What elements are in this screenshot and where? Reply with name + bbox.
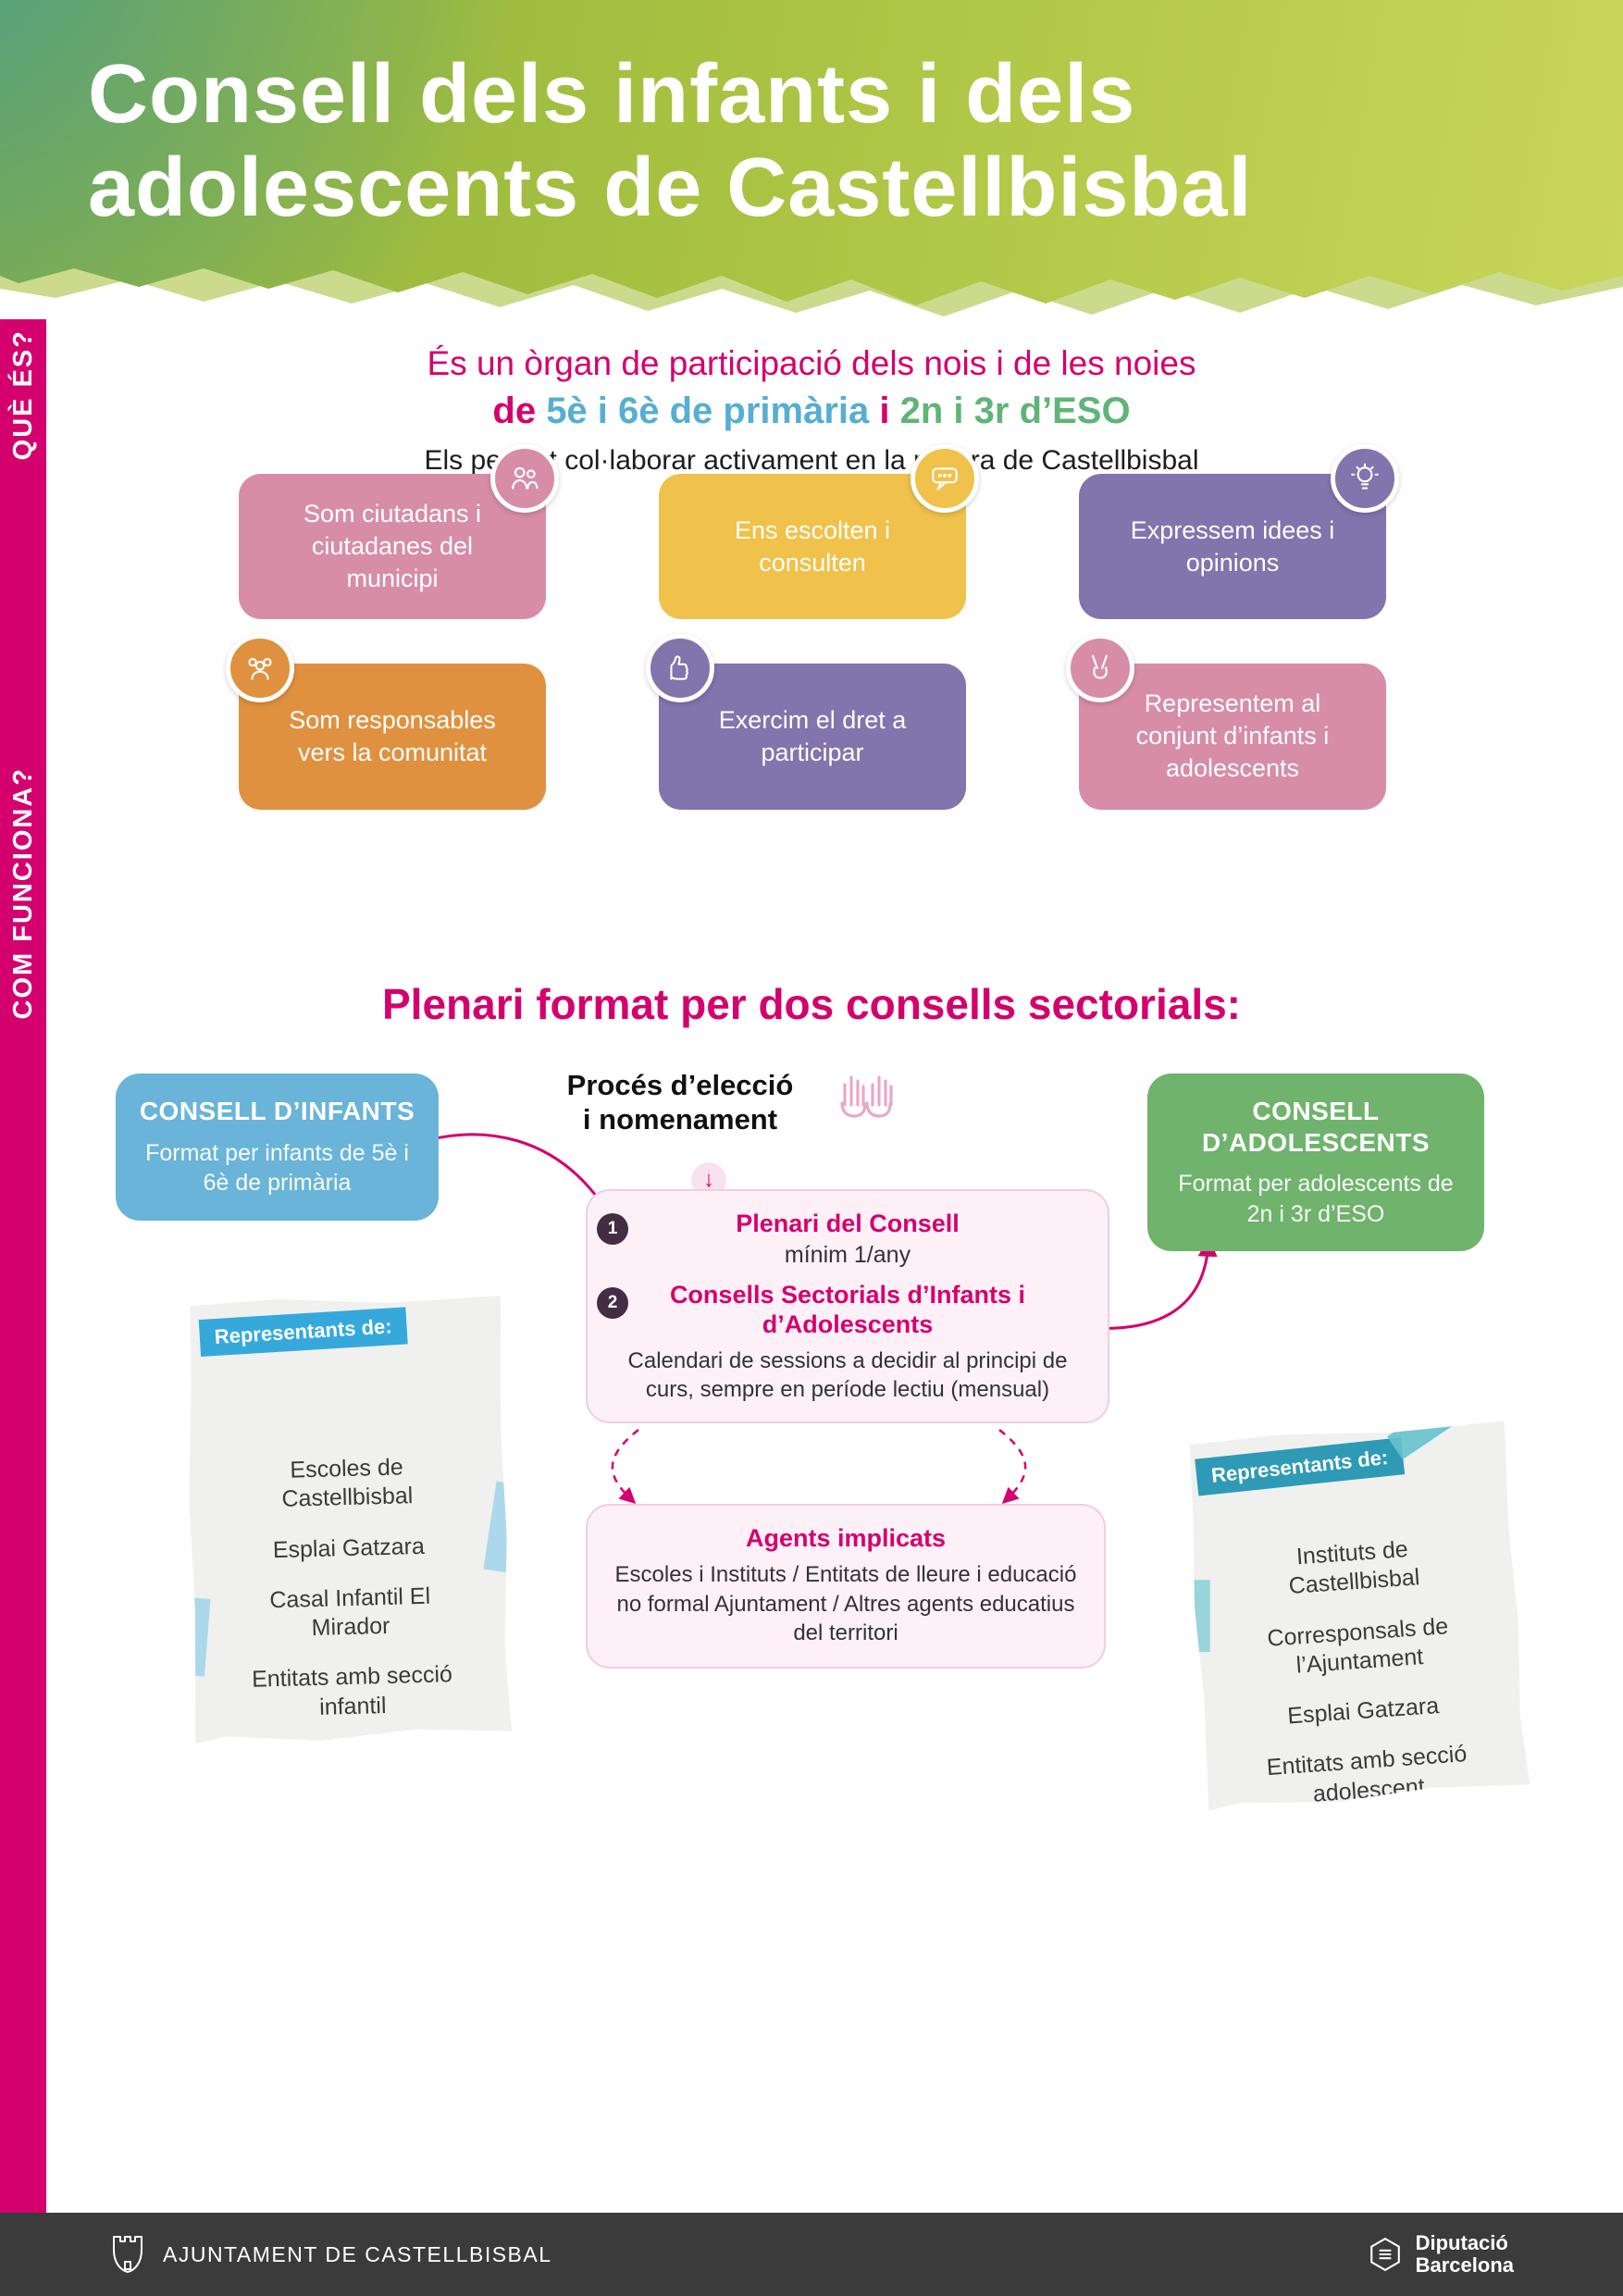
card-expressem: Expressem idees i opinions — [1079, 444, 1399, 620]
participate-icon — [646, 634, 714, 703]
dashed-arrow-left — [611, 1429, 639, 1504]
speech-bubble-icon — [911, 444, 979, 513]
plenari-title: Plenari del Consell — [736, 1210, 960, 1237]
plenari-frequency: mínim 1/any — [784, 1241, 911, 1268]
page-title-line2: adolescents de Castellbisbal — [88, 141, 1253, 234]
intro-block: És un òrgan de participació dels nois i … — [46, 344, 1577, 477]
footer-bar: AJUNTAMENT DE CASTELLBISBAL Diputació Ba… — [0, 2213, 1623, 2296]
list-item: Entitats amb secció infantil — [251, 1661, 453, 1720]
note-right-items: Instituts de Castellbisbal Corresponsals… — [1191, 1528, 1532, 1837]
list-item: Instituts de Castellbisbal — [1287, 1535, 1421, 1600]
tape-decoration — [173, 1596, 210, 1676]
consell-infants-title: CONSELL D’INFANTS — [139, 1097, 415, 1125]
card-representem: Representem al conjunt d’infants i adole… — [1066, 634, 1386, 810]
note-representants-adolescents: Representants de: Instituts de Castellbi… — [1183, 1419, 1530, 1810]
agents-title: Agents implicats — [745, 1524, 947, 1552]
consell-adolescents-box: CONSELL D’ADOLESCENTS Format per adolesc… — [1147, 1074, 1484, 1252]
card-expressem-text: Expressem idees i opinions — [1130, 515, 1335, 577]
section-strip: QUÈ ÉS? COM FUNCIONA? — [0, 319, 46, 2213]
consell-infants-body: Format per infants de 5è i 6è de primàri… — [145, 1139, 409, 1197]
section2-heading: Plenari format per dos consells sectoria… — [382, 980, 1241, 1028]
note-representants-infants: Representants de: Escoles de Castellbisb… — [184, 1294, 512, 1744]
list-item: Entitats amb secció adolescent — [1265, 1741, 1468, 1807]
intro-eso: 2n i 3r d’ESO — [899, 391, 1131, 431]
process-title: Procés d’elecció i nomenament — [566, 1069, 794, 1136]
note-left-items: Escoles de Castellbisbal Esplai Gatzara … — [188, 1451, 512, 1747]
page-title: Consell dels infants i dels adolescents … — [88, 48, 1252, 235]
list-item: Corresponsals de l’Ajuntament — [1266, 1612, 1449, 1679]
diputacio-emblem-icon — [1369, 2237, 1400, 2272]
arrow-to-consell-infants — [409, 1130, 603, 1204]
raised-hands-icon — [840, 1075, 893, 1118]
tape-decoration — [1181, 1580, 1210, 1652]
diputacio-label: Diputació Barcelona — [1415, 2231, 1514, 2277]
intro-line1: És un òrgan de participació dels nois i … — [427, 344, 1196, 382]
consell-infants-box: CONSELL D’INFANTS Format per infants de … — [116, 1074, 439, 1221]
page-title-line1: Consell dels infants i dels — [88, 48, 1136, 141]
dashed-arrow-right — [998, 1429, 1027, 1504]
consells-sectorials-body: Calendari de sessions a decidir al princ… — [627, 1347, 1068, 1403]
ajuntament-logo: AJUNTAMENT DE CASTELLBISBAL — [109, 2232, 552, 2277]
tape-decoration — [1387, 1391, 1470, 1459]
agents-body: Escoles i Instituts / Entitats de lleure… — [614, 1561, 1077, 1646]
community-icon — [226, 634, 294, 703]
card-responsables: Som responsables vers la comunitat — [226, 634, 546, 810]
card-ciutadans: Som ciutadans i ciutadanes del municipi — [239, 444, 559, 620]
card-participar: Exercim el dret a participar — [646, 634, 966, 810]
intro-line2-mid: i — [869, 391, 900, 431]
consell-adolescents-title: CONSELL D’ADOLESCENTS — [1201, 1097, 1431, 1157]
flow-diagram: Procés d’elecció i nomenament ↓ CONSELL … — [0, 1046, 1623, 1879]
victory-hand-icon — [1066, 634, 1134, 703]
card-ciutadans-text: Som ciutadans i ciutadanes del municipi — [303, 500, 482, 593]
list-item: Escoles de Castellbisbal — [281, 1454, 414, 1513]
header-banner: Consell dels infants i dels adolescents … — [0, 0, 1623, 344]
card-responsables-text: Som responsables vers la comunitat — [289, 705, 496, 766]
step-1-badge: 1 — [597, 1213, 628, 1245]
card-participar-text: Exercim el dret a participar — [718, 705, 907, 766]
list-item: Esplai Gatzara — [272, 1533, 426, 1563]
header-gradient: Consell dels infants i dels adolescents … — [0, 0, 1623, 305]
ideas-icon — [1331, 444, 1399, 513]
intro-line2: de 5è i 6è de primària i 2n i 3r d’ESO — [46, 391, 1577, 432]
intro-line2-prefix: de — [492, 391, 547, 431]
list-item: Casal Infantil El Mirador — [269, 1582, 431, 1642]
plenari-box: 1 2 Plenari del Consell mínim 1/any Cons… — [586, 1189, 1109, 1423]
card-escolten: Ens escolten i consulten — [659, 444, 979, 620]
agents-box: Agents implicats Escoles i Instituts / E… — [586, 1504, 1106, 1669]
section-label-que-es: QUÈ ÉS? — [7, 329, 38, 461]
castle-shield-icon — [113, 2236, 142, 2273]
card-representem-text: Representem al conjunt d’infants i adole… — [1135, 689, 1330, 783]
benefit-cards: Som ciutadans i ciutadanes del municipi … — [226, 444, 1399, 810]
note-left-tag: Representants de: — [199, 1307, 408, 1357]
step-2-badge: 2 — [597, 1287, 628, 1319]
diputacio-logo: Diputació Barcelona — [1368, 2232, 1514, 2277]
consell-adolescents-body: Format per adolescents de 2n i 3r d’ESO — [1178, 1171, 1454, 1227]
consells-sectorials-title: Consells Sectorials d’Infants i d’Adoles… — [669, 1280, 1026, 1338]
section-label-com-funciona: COM FUNCIONA? — [7, 766, 38, 1020]
intro-primaria: 5è i 6è de primària — [546, 391, 870, 431]
citizens-icon — [490, 444, 559, 513]
card-escolten-text: Ens escolten i consulten — [734, 515, 891, 577]
ajuntament-label: AJUNTAMENT DE CASTELLBISBAL — [163, 2241, 552, 2266]
note-right-tag: Representants de: — [1195, 1437, 1405, 1496]
list-item: Esplai Gatzara — [1286, 1693, 1441, 1730]
